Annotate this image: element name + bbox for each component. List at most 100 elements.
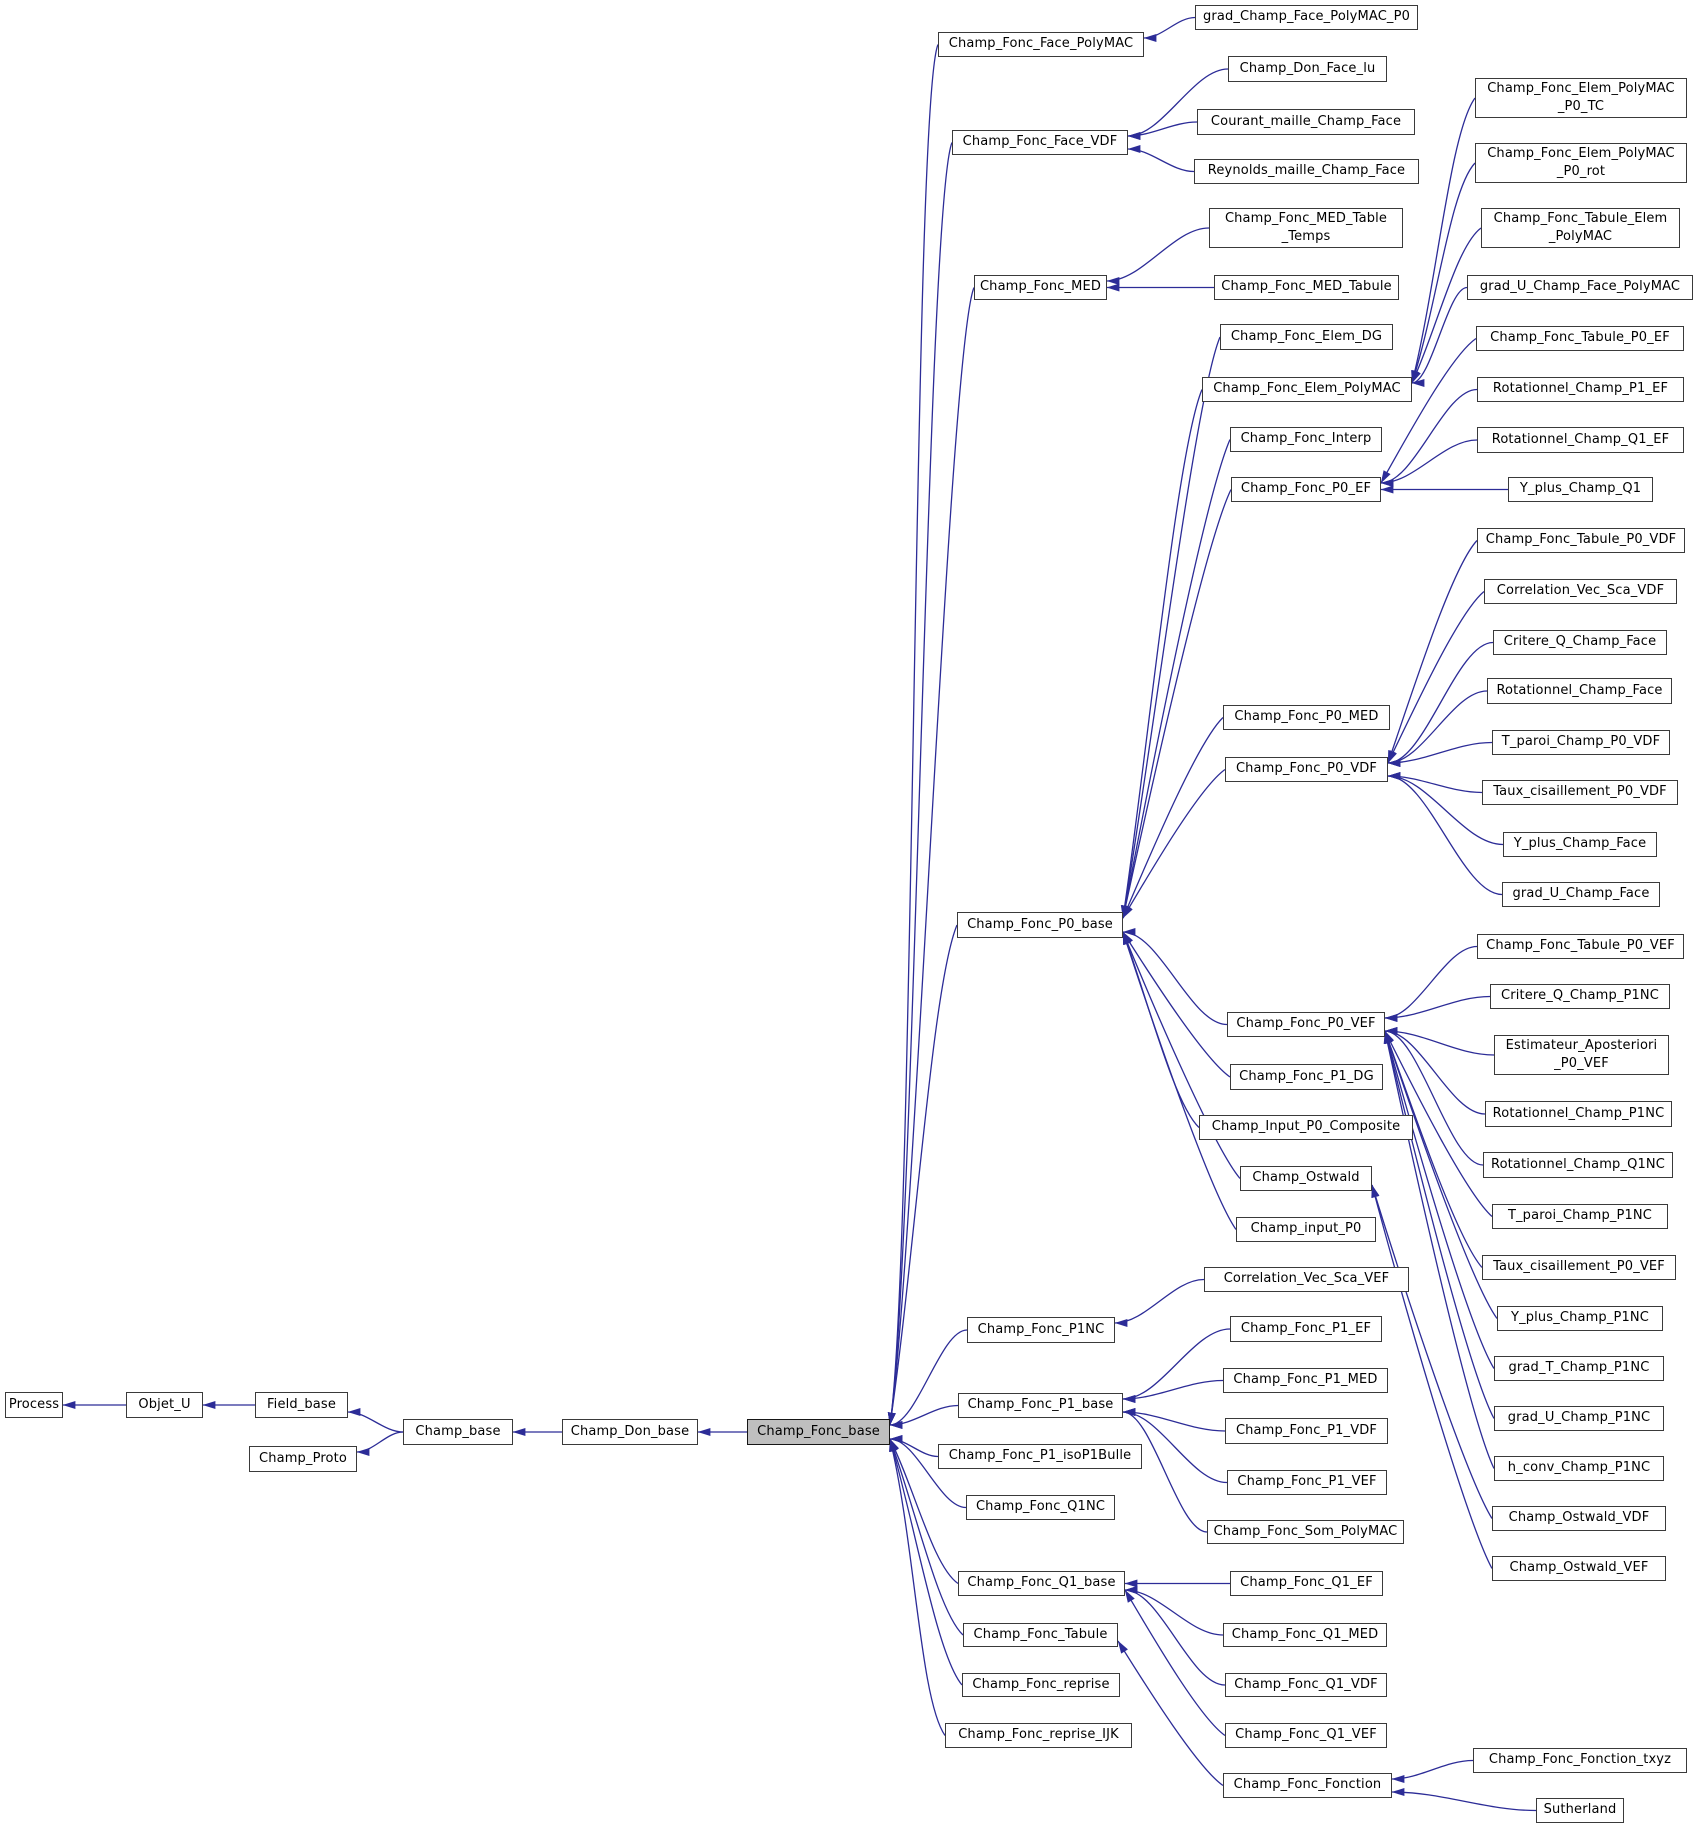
class-node-critere_p1nc[interactable]: Critere_Q_Champ_P1NC (1490, 984, 1670, 1009)
class-node-p0_base[interactable]: Champ_Fonc_P0_base (957, 912, 1123, 938)
class-node-q1_ef[interactable]: Champ_Fonc_Q1_EF (1230, 1571, 1383, 1596)
class-node-p1_dg[interactable]: Champ_Fonc_P1_DG (1230, 1064, 1383, 1090)
class-node-rot_face[interactable]: Rotationnel_Champ_Face (1487, 678, 1672, 704)
class-label: T_paroi_Champ_P0_VDF (1501, 734, 1661, 750)
class-node-rot_p1_ef[interactable]: Rotationnel_Champ_P1_EF (1477, 377, 1684, 402)
class-label: Champ_Fonc_P1_VDF (1235, 1422, 1378, 1438)
class-node-champ_proto[interactable]: Champ_Proto (249, 1446, 357, 1472)
class-node-champ_fonc_base[interactable]: Champ_Fonc_base (747, 1419, 890, 1445)
class-node-grad_u_face[interactable]: grad_U_Champ_Face (1502, 882, 1660, 907)
class-label: Champ_Fonc_MED_Tabule (1221, 279, 1392, 295)
class-node-champ_don_base[interactable]: Champ_Don_base (562, 1419, 698, 1445)
class-node-yplus_p1nc[interactable]: Y_plus_Champ_P1NC (1497, 1306, 1663, 1331)
class-node-elem_polymac[interactable]: Champ_Fonc_Elem_PolyMAC (1202, 377, 1412, 402)
class-node-input_p0[interactable]: Champ_input_P0 (1236, 1217, 1376, 1242)
class-node-taux_p0_vef[interactable]: Taux_cisaillement_P0_VEF (1482, 1255, 1676, 1280)
class-node-grad_t_p1nc[interactable]: grad_T_Champ_P1NC (1494, 1356, 1664, 1381)
class-node-tabule_p0_ef[interactable]: Champ_Fonc_Tabule_P0_EF (1476, 326, 1684, 351)
class-node-pm_p0_tc[interactable]: Champ_Fonc_Elem_PolyMAC _P0_TC (1475, 78, 1687, 118)
class-node-input_p0_composite[interactable]: Champ_Input_P0_Composite (1199, 1115, 1413, 1140)
class-node-reprise[interactable]: Champ_Fonc_reprise (962, 1673, 1120, 1697)
class-node-p1_vdf[interactable]: Champ_Fonc_P1_VDF (1225, 1418, 1388, 1444)
class-label: Champ_Fonc_P0_EF (1240, 481, 1372, 497)
class-node-face_vdf[interactable]: Champ_Fonc_Face_VDF (952, 130, 1128, 155)
class-node-elem_dg[interactable]: Champ_Fonc_Elem_DG (1220, 324, 1393, 350)
class-node-ostwald[interactable]: Champ_Ostwald (1240, 1166, 1372, 1191)
class-node-objet_u[interactable]: Objet_U (126, 1392, 203, 1418)
class-label: Rotationnel_Champ_Face (1496, 682, 1663, 698)
inheritance-edge-fonction_txyz-to-fonction (1391, 1759, 1474, 1783)
class-node-fonction[interactable]: Champ_Fonc_Fonction (1223, 1773, 1392, 1798)
class-node-q1nc[interactable]: Champ_Fonc_Q1NC (966, 1495, 1115, 1520)
class-node-p1nc[interactable]: Champ_Fonc_P1NC (967, 1317, 1115, 1343)
class-node-rot_p1nc[interactable]: Rotationnel_Champ_P1NC (1485, 1101, 1672, 1127)
class-node-reynolds[interactable]: Reynolds_maille_Champ_Face (1194, 159, 1419, 184)
class-node-sutherland[interactable]: Sutherland (1536, 1798, 1624, 1823)
class-node-p1_med[interactable]: Champ_Fonc_P1_MED (1223, 1368, 1388, 1393)
class-node-tabule_p0_vef[interactable]: Champ_Fonc_Tabule_P0_VEF (1477, 934, 1684, 959)
class-label: Champ_Fonc_Elem_DG (1230, 328, 1383, 344)
class-node-tparoi_p1nc[interactable]: T_paroi_Champ_P1NC (1492, 1204, 1668, 1229)
inheritance-edge-p0_base-to-champ_fonc_base (887, 924, 958, 1426)
class-node-p1_isop1bulle[interactable]: Champ_Fonc_P1_isoP1Bulle (938, 1444, 1142, 1469)
inheritance-edge-estimateur-to-p0_vef (1384, 1027, 1495, 1056)
class-node-tabule_elem_pm[interactable]: Champ_Fonc_Tabule_Elem _PolyMAC (1481, 208, 1680, 248)
class-node-q1_med[interactable]: Champ_Fonc_Q1_MED (1223, 1623, 1387, 1647)
class-node-med_tabule[interactable]: Champ_Fonc_MED_Tabule (1214, 275, 1399, 300)
inheritance-edge-p1_base-to-champ_fonc_base (889, 1404, 959, 1429)
class-node-rot_q1_ef[interactable]: Rotationnel_Champ_Q1_EF (1477, 427, 1684, 453)
class-node-p0_med[interactable]: Champ_Fonc_P0_MED (1223, 705, 1390, 730)
class-node-p1_vef[interactable]: Champ_Fonc_P1_VEF (1227, 1470, 1387, 1495)
class-node-process[interactable]: Process (5, 1392, 63, 1418)
class-node-p0_ef[interactable]: Champ_Fonc_P0_EF (1231, 477, 1381, 502)
class-label: Champ_Input_P0_Composite (1211, 1119, 1401, 1135)
class-label: Champ_Fonc_P0_MED (1234, 709, 1379, 725)
class-node-champ_base[interactable]: Champ_base (403, 1419, 513, 1445)
class-node-grad_u_p1nc[interactable]: grad_U_Champ_P1NC (1494, 1406, 1664, 1431)
class-node-p0_vef[interactable]: Champ_Fonc_P0_VEF (1227, 1012, 1385, 1037)
class-node-q1_vef[interactable]: Champ_Fonc_Q1_VEF (1225, 1723, 1387, 1748)
class-node-field_base[interactable]: Field_base (255, 1392, 348, 1418)
class-node-yplus_q1[interactable]: Y_plus_Champ_Q1 (1508, 477, 1653, 502)
class-node-q1_base[interactable]: Champ_Fonc_Q1_base (958, 1571, 1125, 1596)
class-node-h_conv_p1nc[interactable]: h_conv_Champ_P1NC (1494, 1456, 1664, 1481)
class-label: Champ_Fonc_P1_base (967, 1397, 1114, 1413)
class-label: Y_plus_Champ_Q1 (1519, 481, 1642, 497)
class-node-med[interactable]: Champ_Fonc_MED (974, 275, 1107, 300)
class-node-taux_p0_vdf[interactable]: Taux_cisaillement_P0_VDF (1482, 780, 1678, 805)
class-node-tabule[interactable]: Champ_Fonc_Tabule (963, 1623, 1118, 1647)
class-node-interp[interactable]: Champ_Fonc_Interp (1230, 427, 1382, 452)
inheritance-edge-p1_ef-to-p1_base (1122, 1328, 1231, 1403)
class-node-med_table_temps[interactable]: Champ_Fonc_MED_Table _Temps (1209, 208, 1403, 248)
class-node-grad_face_polymac_p0[interactable]: grad_Champ_Face_PolyMAC_P0 (1195, 5, 1418, 30)
class-label: grad_T_Champ_P1NC (1508, 1360, 1650, 1376)
inheritance-edge-yplus_p1nc-to-p0_vef (1384, 1030, 1498, 1319)
class-node-p1_ef[interactable]: Champ_Fonc_P1_EF (1230, 1316, 1382, 1342)
class-node-face_polymac[interactable]: Champ_Fonc_Face_PolyMAC (938, 32, 1144, 57)
inheritance-edge-ostwald_vdf-to-ostwald (1371, 1184, 1493, 1519)
class-node-estimateur[interactable]: Estimateur_Aposteriori _P0_VEF (1494, 1035, 1669, 1075)
class-node-yplus_face[interactable]: Y_plus_Champ_Face (1503, 832, 1657, 857)
class-node-pm_p0_rot[interactable]: Champ_Fonc_Elem_PolyMAC _P0_rot (1475, 143, 1687, 183)
class-node-som_polymac[interactable]: Champ_Fonc_Som_PolyMAC (1207, 1520, 1404, 1544)
class-node-reprise_ijk[interactable]: Champ_Fonc_reprise_IJK (945, 1723, 1132, 1748)
class-node-grad_u_face_pm[interactable]: grad_U_Champ_Face_PolyMAC (1467, 275, 1693, 300)
class-node-p0_vdf[interactable]: Champ_Fonc_P0_VDF (1225, 757, 1388, 782)
class-node-fonction_txyz[interactable]: Champ_Fonc_Fonction_txyz (1473, 1748, 1687, 1773)
class-node-critere_face[interactable]: Critere_Q_Champ_Face (1493, 630, 1667, 655)
class-node-tparoi_p0_vdf[interactable]: T_paroi_Champ_P0_VDF (1492, 730, 1670, 755)
class-node-courant[interactable]: Courant_maille_Champ_Face (1197, 109, 1415, 135)
inheritance-edge-tabule_p0_vef-to-p0_vef (1384, 945, 1478, 1022)
class-node-corr_vdf[interactable]: Correlation_Vec_Sca_VDF (1484, 579, 1677, 604)
class-node-ostwald_vef[interactable]: Champ_Ostwald_VEF (1492, 1556, 1666, 1581)
class-node-ostwald_vdf[interactable]: Champ_Ostwald_VDF (1492, 1506, 1666, 1531)
class-label: Champ_Fonc_Elem_PolyMAC (1213, 381, 1401, 397)
class-node-rot_q1nc[interactable]: Rotationnel_Champ_Q1NC (1483, 1152, 1673, 1178)
inheritance-edge-p1_dg-to-p0_base (1122, 931, 1231, 1078)
class-node-q1_vdf[interactable]: Champ_Fonc_Q1_VDF (1225, 1673, 1387, 1697)
class-node-p1_base[interactable]: Champ_Fonc_P1_base (958, 1393, 1123, 1418)
inheritance-edge-pm_p0_rot-to-elem_polymac (1411, 162, 1476, 384)
class-node-don_face_lu[interactable]: Champ_Don_Face_lu (1228, 56, 1387, 82)
class-node-corr_vef[interactable]: Correlation_Vec_Sca_VEF (1204, 1267, 1409, 1292)
class-node-tabule_p0_vdf[interactable]: Champ_Fonc_Tabule_P0_VDF (1477, 528, 1685, 553)
